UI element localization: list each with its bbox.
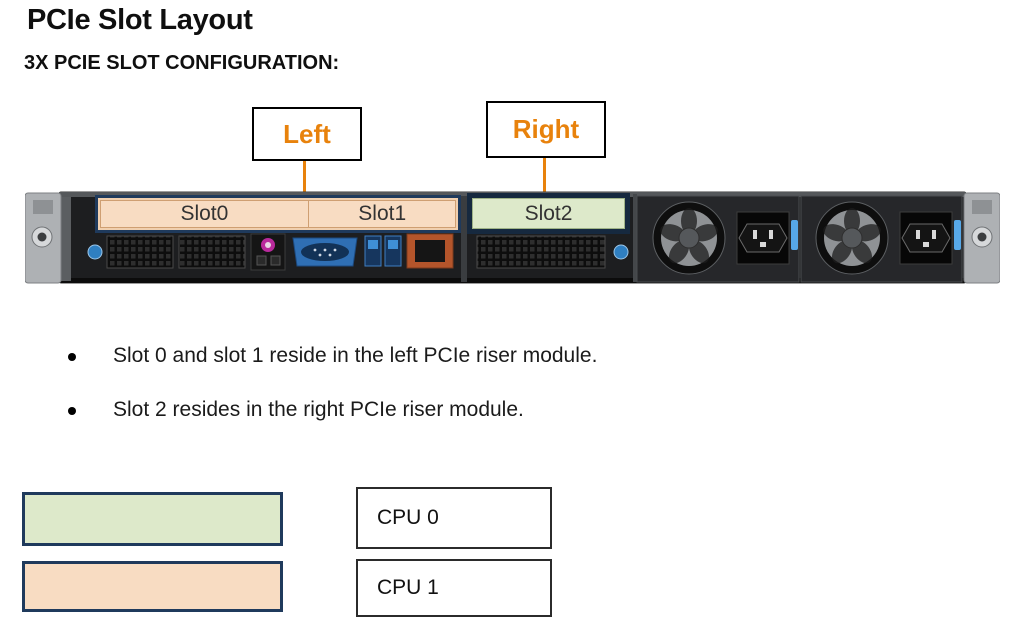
right-mounting-ear	[963, 192, 1000, 284]
slot2: Slot2	[472, 198, 625, 229]
psu-2-release-tab	[954, 220, 961, 250]
slot2-label: Slot2	[524, 201, 573, 225]
bullet-text: Slot 2 resides in the right PCIe riser m…	[113, 398, 524, 421]
psu-1	[636, 195, 800, 283]
cpu1-label-box: CPU 1	[356, 559, 552, 617]
callout-right-label: Right	[512, 114, 580, 144]
callout-left-connector-line	[303, 161, 306, 199]
page-title: PCIe Slot Layout	[27, 4, 253, 36]
slot0: Slot0	[100, 200, 309, 228]
server-rear-view-figure: Slot0 Slot1 Slot2	[25, 190, 1000, 285]
slot0-label: Slot0	[180, 202, 229, 225]
left-mounting-ear	[25, 192, 62, 284]
bullet-item: Slot 0 and slot 1 reside in the left PCI…	[68, 344, 868, 368]
left-riser-module: Slot0 Slot1	[95, 195, 461, 233]
bullet-list: Slot 0 and slot 1 reside in the left PCI…	[68, 344, 868, 452]
section-subtitle: 3X PCIE SLOT CONFIGURATION:	[24, 52, 340, 74]
callout-left-label: Left	[283, 118, 331, 149]
psu-1-release-tab	[791, 220, 798, 250]
pcie-opening-1	[106, 235, 174, 269]
callout-left-box: Left	[252, 107, 362, 161]
cpu0-label-box: CPU 0	[356, 487, 552, 549]
psu-2-fan-icon	[815, 201, 889, 275]
bullet-icon	[68, 353, 76, 361]
bullet-item: Slot 2 resides in the right PCIe riser m…	[68, 398, 868, 422]
callout-right-box: Right	[486, 101, 606, 158]
psu-1-fan-icon	[652, 201, 726, 275]
bullet-icon	[68, 407, 76, 415]
pcie-opening-3	[476, 235, 606, 269]
thumbscrew-icon	[613, 244, 629, 260]
callout-right-connector-line	[543, 158, 546, 194]
usb-ports	[364, 235, 402, 267]
psu-1-power-inlet	[736, 211, 790, 265]
cpu1-color-swatch	[22, 561, 283, 612]
vga-port	[292, 237, 358, 267]
bullet-text: Slot 0 and slot 1 reside in the left PCI…	[113, 344, 598, 367]
slot1: Slot1	[308, 200, 456, 228]
right-riser-module: Slot2	[467, 193, 630, 234]
ethernet-port	[406, 233, 454, 269]
cpu0-label: CPU 0	[377, 506, 439, 529]
slot1-label: Slot1	[358, 202, 407, 225]
psu-2	[800, 195, 963, 283]
cpu0-color-swatch	[22, 492, 283, 546]
thumbscrew-icon	[87, 244, 103, 260]
io-cluster	[250, 233, 286, 271]
psu-2-power-inlet	[899, 211, 953, 265]
pcie-opening-2	[178, 235, 246, 269]
cpu1-label: CPU 1	[377, 576, 439, 599]
